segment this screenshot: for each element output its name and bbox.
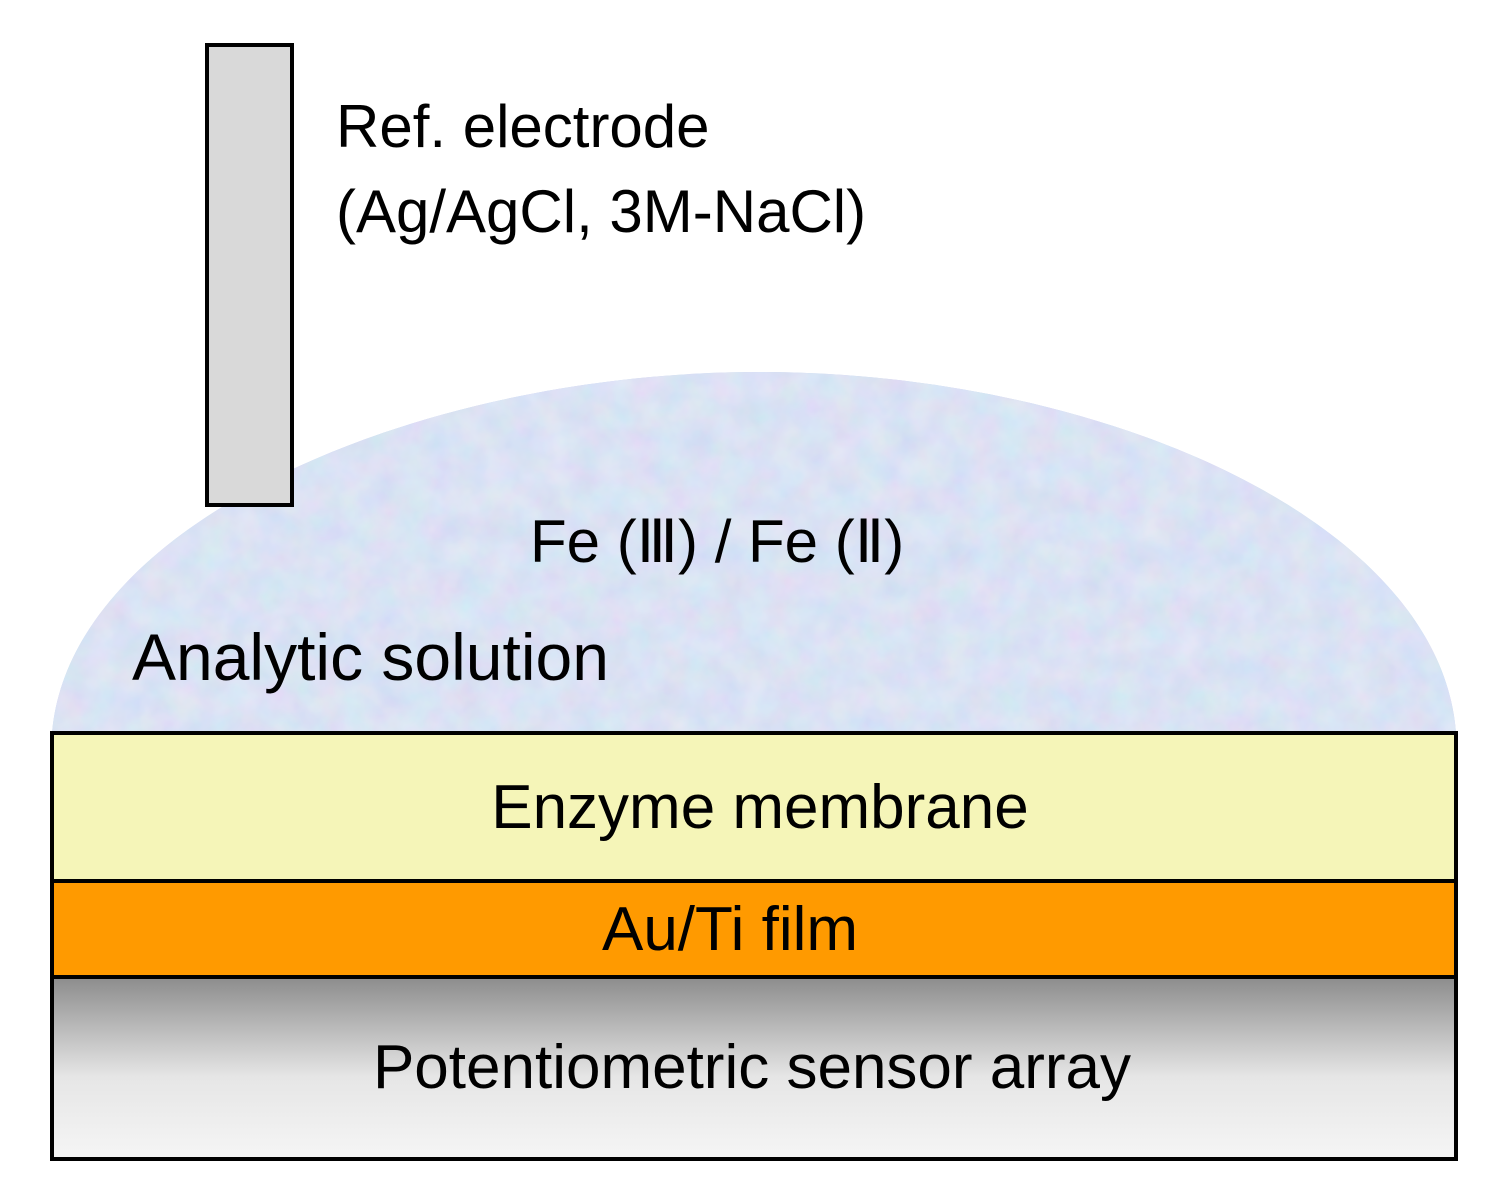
sensor-array-label: Potentiometric sensor array (373, 1033, 1131, 1102)
analytic-solution-label: Analytic solution (132, 620, 609, 694)
au-ti-film-layer (50, 879, 1458, 979)
sensor-array-layer (50, 975, 1458, 1161)
au-ti-film-label: Au/Ti film (602, 895, 858, 964)
enzyme-membrane-label: Enzyme membrane (491, 773, 1029, 842)
ref-electrode-label: Ref. electrode (336, 93, 710, 160)
ref-electrode-spec-label: (Ag/AgCl, 3M-NaCl) (336, 178, 866, 245)
analytic-solution-dome (52, 372, 1456, 733)
reference-electrode (205, 43, 294, 507)
redox-couple-label: Fe (Ⅲ) / Fe (Ⅱ) (530, 508, 904, 575)
enzyme-membrane-layer (50, 731, 1458, 883)
